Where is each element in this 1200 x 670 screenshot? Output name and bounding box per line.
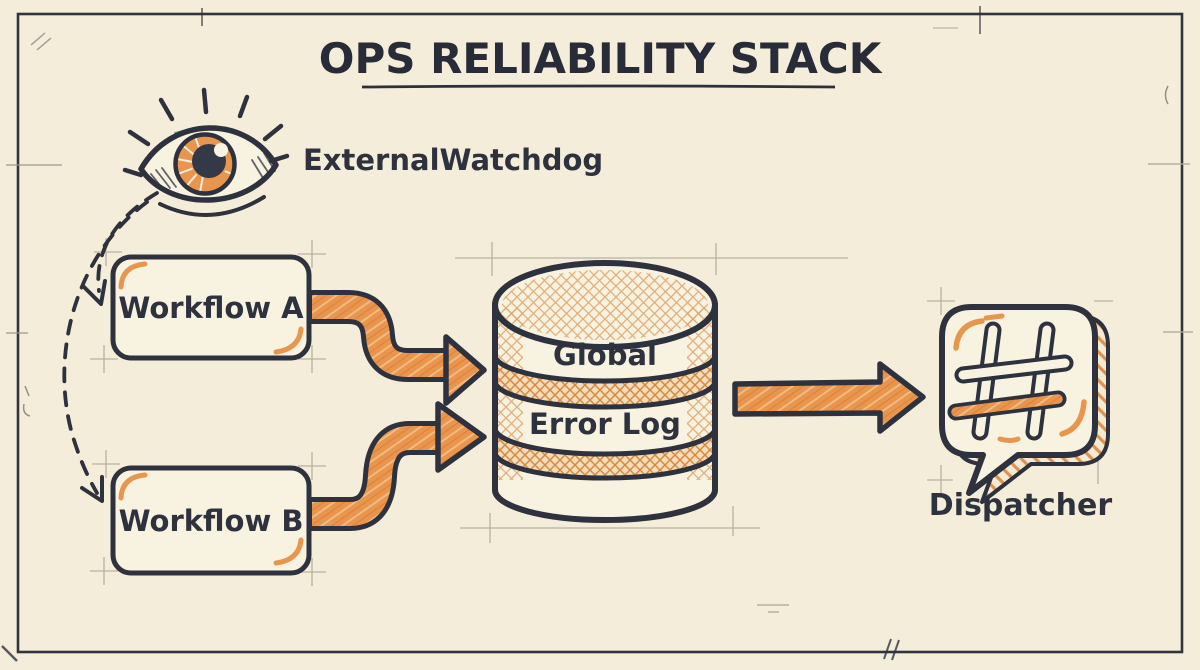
hashtag-glyph [947, 321, 1074, 441]
log-to-dispatcher-arrow [732, 361, 926, 434]
workflow-b-label: Workflow B [118, 503, 304, 538]
error-log-label-line2: Error Log [529, 407, 681, 441]
watchdog-to-workflow-b-arrow [62, 200, 149, 503]
watchdog-label-line1: External [303, 143, 440, 177]
dispatcher-label: Dispatcher [928, 487, 1113, 523]
workflow-a-label: Workflow A [118, 290, 304, 325]
watchdog-label-line2: Watchdog [439, 143, 604, 177]
database-icon [492, 260, 718, 523]
workflow-b-node [110, 465, 312, 576]
watchdog-to-workflow-a-arrow [82, 191, 159, 306]
page-title: OPS RELIABILITY STACK [318, 33, 882, 83]
workflow-a-to-log-arrow [308, 290, 487, 406]
workflow-b-to-log-arrow [308, 401, 487, 531]
sketch-frame [1, 6, 1193, 662]
eye-icon [122, 87, 290, 217]
title-underline [361, 84, 836, 89]
error-log-label-line1: Global [553, 338, 657, 372]
hashtag-speech-bubble-icon [939, 304, 1110, 504]
blueprint-guides [90, 238, 1113, 586]
